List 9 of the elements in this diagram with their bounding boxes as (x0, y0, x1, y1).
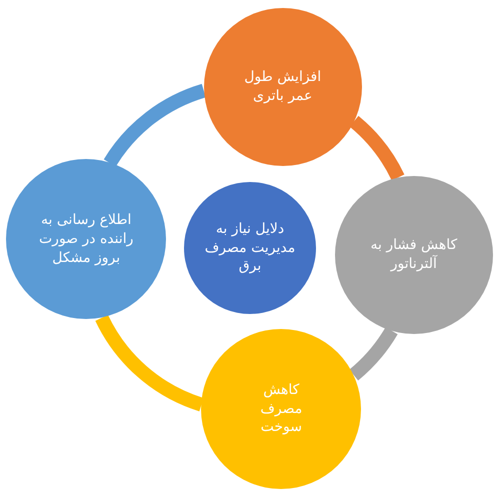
circle-label: دلایل نیاز به مدیریت مصرف برق (204, 220, 296, 276)
ring-arc (349, 326, 398, 380)
circle-label: اطلاع رسانی به راننده در صورت بروز مشکل (38, 211, 134, 268)
circle-label: کاهش مصرف سوخت (259, 380, 304, 438)
ring-arc (349, 116, 404, 181)
ring-arc (96, 314, 204, 412)
circle-label: کاهش فشار به آلترناتور (370, 236, 458, 274)
ring-arc (104, 84, 206, 167)
circle-label: افزایش طول عمر باتری (243, 68, 322, 106)
